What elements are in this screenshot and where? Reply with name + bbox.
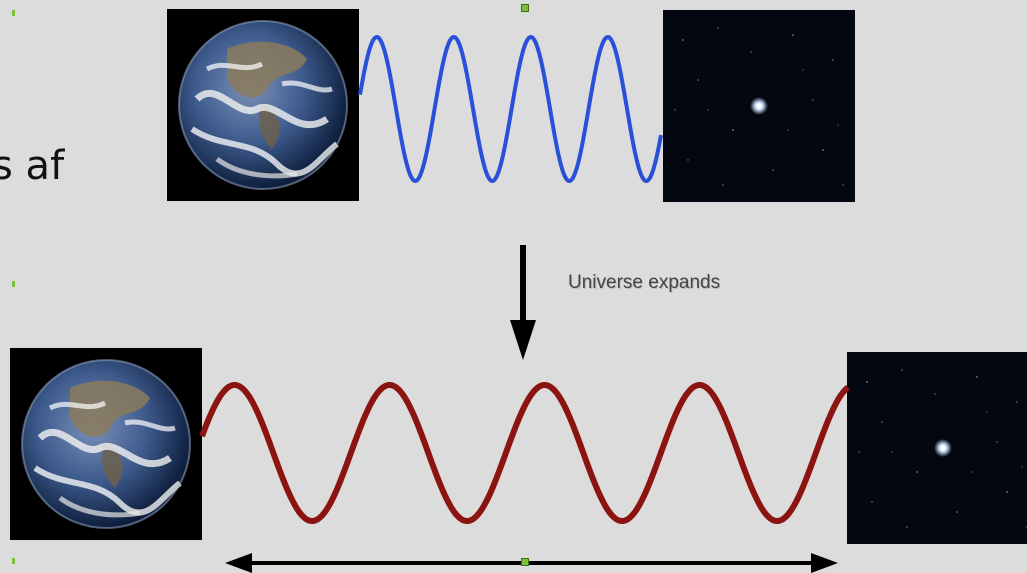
short-wavelength-wave [358, 34, 663, 184]
down-arrow-icon [510, 245, 536, 360]
selection-handle-bottom[interactable] [521, 558, 529, 566]
double-arrow-icon [225, 553, 838, 573]
selection-handle-top[interactable] [521, 4, 529, 12]
earth-image-bottom [10, 348, 202, 540]
selection-tick-3 [12, 558, 15, 564]
star-field-image-top [663, 10, 855, 202]
partial-slide-text: s af [0, 143, 65, 189]
selection-tick-1 [12, 10, 15, 16]
selection-tick-2 [12, 281, 15, 287]
universe-expands-label: Universe expands [568, 272, 721, 293]
star-field-image-bottom [847, 352, 1027, 544]
long-wavelength-wave [199, 382, 850, 524]
earth-image-top [167, 9, 359, 201]
